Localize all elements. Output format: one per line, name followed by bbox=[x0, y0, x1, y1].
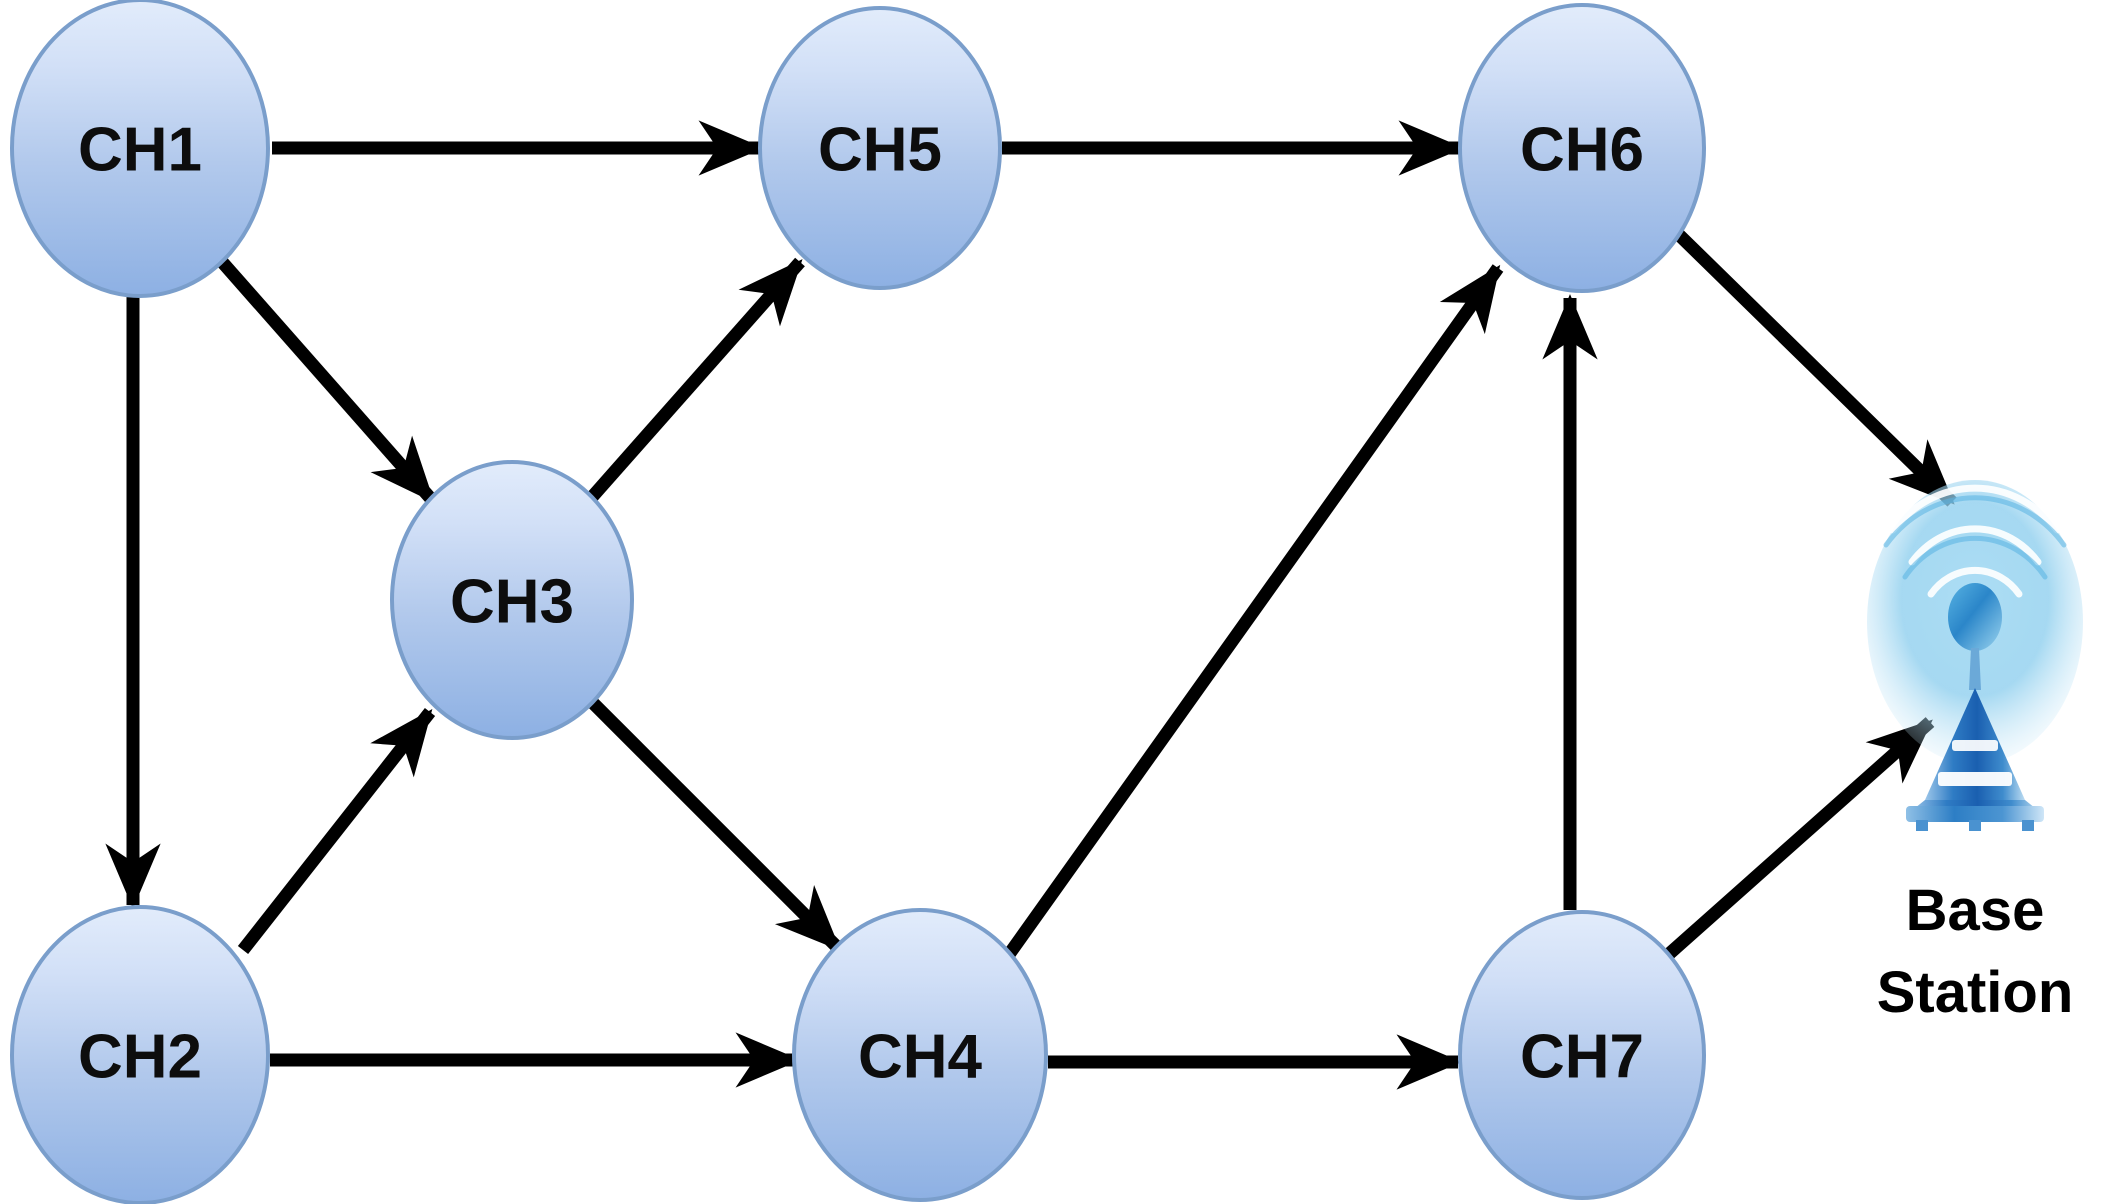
node-ch1-shape bbox=[10, 0, 270, 298]
node-ch7-label: CH7 bbox=[1520, 1023, 1644, 1092]
node-ch3[interactable]: CH3 bbox=[390, 460, 634, 740]
node-ch6-shape bbox=[1458, 3, 1706, 293]
edge-ch7-bs bbox=[1655, 717, 1935, 967]
node-ch5[interactable]: CH5 bbox=[758, 6, 1002, 290]
edge-ch2-ch3 bbox=[237, 707, 436, 955]
node-ch6[interactable]: CH6 bbox=[1458, 3, 1706, 293]
node-ch4-shape bbox=[792, 908, 1048, 1202]
node-ch3-shape bbox=[390, 460, 634, 740]
base-station-label-line2: Station bbox=[1877, 960, 2074, 1025]
node-ch2-label: CH2 bbox=[78, 1023, 202, 1092]
edge-ch6-bs bbox=[1667, 223, 1957, 507]
node-ch1[interactable]: CH1 bbox=[10, 0, 270, 298]
node-ch1-label: CH1 bbox=[78, 116, 202, 185]
node-ch3-label: CH3 bbox=[450, 568, 574, 637]
cell-tower-icon bbox=[1867, 480, 2083, 831]
base-station-label-line1: Base bbox=[1906, 878, 2045, 943]
edge-layer bbox=[105, 120, 1957, 1090]
edge-ch3-ch5 bbox=[580, 257, 805, 510]
node-ch7-shape bbox=[1458, 910, 1706, 1200]
node-ch7[interactable]: CH7 bbox=[1458, 910, 1706, 1200]
base-station-group[interactable]: Base Station bbox=[1867, 480, 2083, 1025]
node-layer: CH1 CH2 CH3 CH4 CH5 CH6 bbox=[10, 0, 1706, 1204]
edge-ch3-ch4 bbox=[585, 695, 843, 953]
node-ch4[interactable]: CH4 bbox=[792, 908, 1048, 1202]
node-ch5-shape bbox=[758, 6, 1002, 290]
edge-ch1-ch3 bbox=[211, 250, 437, 505]
edge-ch4-ch6 bbox=[999, 264, 1504, 964]
node-ch2[interactable]: CH2 bbox=[10, 905, 270, 1204]
node-ch5-label: CH5 bbox=[818, 116, 942, 185]
node-ch2-shape bbox=[10, 905, 270, 1204]
node-ch6-label: CH6 bbox=[1520, 116, 1644, 185]
node-ch4-label: CH4 bbox=[858, 1023, 983, 1092]
